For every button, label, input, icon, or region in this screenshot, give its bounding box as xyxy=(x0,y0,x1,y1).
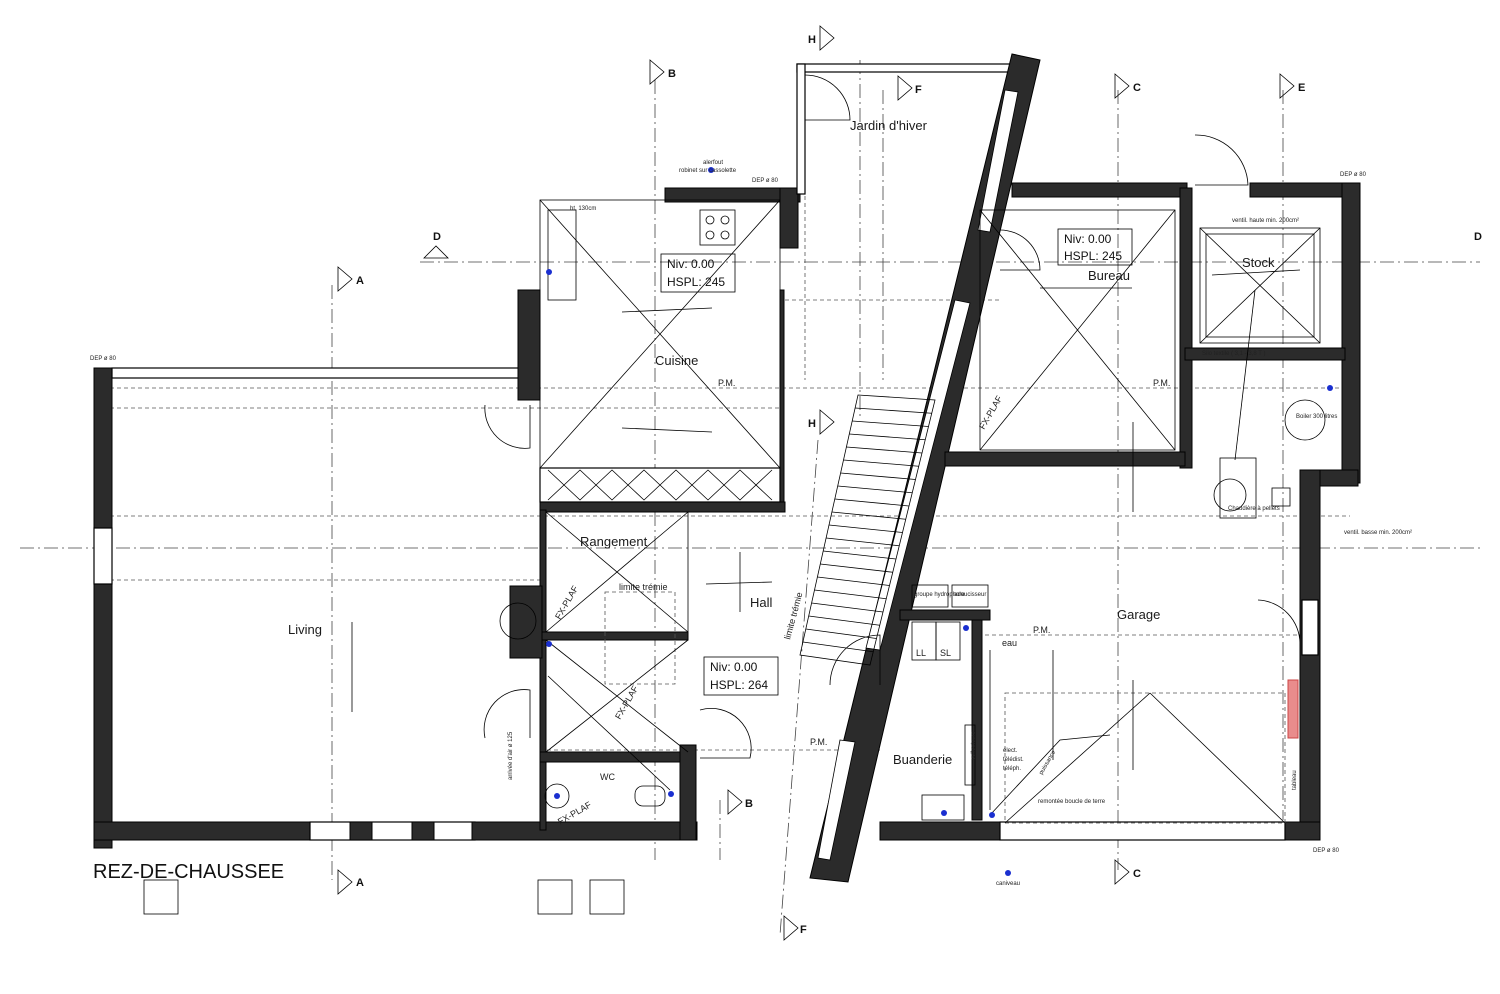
stair-tread xyxy=(834,498,910,507)
section-b-top: B xyxy=(668,68,676,80)
stair-tread xyxy=(837,485,913,494)
section-f-bottom: F xyxy=(800,924,807,936)
caniveau-label: caniveau xyxy=(996,881,1020,887)
pm-garage: P.M. xyxy=(1033,625,1050,635)
eau-label: eau xyxy=(1002,638,1017,648)
elect-label: élect. xyxy=(1003,748,1018,754)
wc-fixtures xyxy=(499,602,666,809)
allerfout-label: alerfout xyxy=(703,160,723,166)
section-a-bottom: A xyxy=(356,877,364,889)
fx-plaf-hall: FX-PLAF xyxy=(613,684,640,721)
arrivee-air-label: arrivée d'air ø 125 xyxy=(508,731,514,780)
section-a-top: A xyxy=(356,275,364,287)
dep-stock: DEP ø 80 xyxy=(1340,172,1367,178)
ll-label: LL xyxy=(916,648,926,658)
section-markers: A A B B C C D D E F F H H xyxy=(337,25,1482,941)
stair-tread xyxy=(849,433,926,441)
ventil-basse-label: ventil. basse min. 200cm² xyxy=(1344,530,1412,536)
level-cuisine-hspl: HSPL: 245 xyxy=(667,275,725,289)
room-hall: Hall xyxy=(750,595,773,610)
dep-cuisine: DEP ø 80 xyxy=(752,178,779,184)
dep-garage: DEP ø 80 xyxy=(1313,848,1340,854)
chaudiere-label: Chaudière à pellets xyxy=(1228,506,1280,512)
room-buanderie: Buanderie xyxy=(893,752,952,767)
room-stock: Stock xyxy=(1242,255,1275,270)
stair-tread xyxy=(823,550,897,560)
level-hall-niv: Niv: 0.00 xyxy=(710,660,758,674)
level-boxes: Niv: 0.00 HSPL: 245 Niv: 0.00 HSPL: 245 … xyxy=(660,228,1133,696)
section-f-top: F xyxy=(915,84,922,96)
section-h-middle: H xyxy=(808,418,816,430)
pm-cuisine: P.M. xyxy=(718,378,735,388)
level-cuisine-niv: Niv: 0.00 xyxy=(667,257,715,271)
stair-tread xyxy=(817,576,890,586)
legend-squares xyxy=(143,879,625,915)
annotations: P.M. P.M. P.M. P.M. limite trémie DEP ø … xyxy=(90,160,1412,887)
cuisine-ceiling xyxy=(539,199,781,501)
doors xyxy=(483,74,1301,759)
boiler-label: Boiler 300 litres xyxy=(1296,414,1337,420)
garage-car-space xyxy=(989,650,1299,824)
room-labels: Living Cuisine Jardin d'hiver Bureau Sto… xyxy=(288,118,1275,782)
room-wc: WC xyxy=(600,772,615,782)
stair-tread xyxy=(852,420,929,427)
section-b-bottom: B xyxy=(745,798,753,810)
level-bureau-hspl: HSPL: 245 xyxy=(1064,249,1122,263)
collecteurs-label: collecteurs xyxy=(971,731,977,760)
stair-tread xyxy=(811,602,884,613)
pm-hall: P.M. xyxy=(810,737,827,747)
section-d-left: D xyxy=(433,231,441,243)
plan-title: REZ-DE-CHAUSSEE xyxy=(93,861,284,883)
level-bureau-niv: Niv: 0.00 xyxy=(1064,232,1112,246)
section-c-top: C xyxy=(1133,82,1141,94)
axis-lines xyxy=(20,60,1480,936)
stair-tread xyxy=(826,537,900,547)
stair-tread xyxy=(846,446,923,454)
buanderie-fixtures xyxy=(911,584,989,821)
stock-silo xyxy=(1199,227,1326,519)
room-rangement: Rangement xyxy=(580,534,648,549)
markers xyxy=(546,167,1333,876)
stair-tread xyxy=(831,511,906,520)
stair-tread xyxy=(820,563,893,573)
stair-tread xyxy=(840,472,916,480)
limite-tremie-stairs: limite trémie xyxy=(782,591,804,640)
stair-tread xyxy=(814,589,887,600)
level-hall-hspl: HSPL: 264 xyxy=(710,678,768,692)
room-jardin: Jardin d'hiver xyxy=(850,118,928,133)
room-bureau: Bureau xyxy=(1088,268,1130,283)
teledist-label: télédist. xyxy=(1003,757,1024,763)
stair-tread xyxy=(843,459,919,467)
adoucisseur-label: adoucisseur xyxy=(954,592,986,598)
stair-tread xyxy=(828,524,903,533)
stair-tread xyxy=(855,407,932,414)
robinet-label: robinet sur cassolette xyxy=(679,168,737,174)
pm-bureau: P.M. xyxy=(1153,378,1170,388)
silo-label: Silo textile ( 3,1 - 3,8 T ) xyxy=(1202,351,1265,357)
stair-tread xyxy=(802,641,874,653)
room-cuisine: Cuisine xyxy=(655,353,698,368)
ventil-haute-label: ventil. haute min. 200cm² xyxy=(1232,218,1299,224)
sl-label: SL xyxy=(940,648,951,658)
span-arrows xyxy=(351,269,1301,770)
stair-tread xyxy=(808,615,880,626)
bureau-ceiling xyxy=(979,209,1176,451)
fx-plaf-rangement: FX-PLAF xyxy=(553,584,580,621)
section-e-top: E xyxy=(1298,82,1305,94)
section-d-right: D xyxy=(1474,231,1482,243)
room-garage: Garage xyxy=(1117,607,1160,622)
hauteur-label: ht. 130cm xyxy=(570,206,596,212)
remontee-label: remontée boucle de terre xyxy=(1038,799,1106,805)
limite-tremie-label: limite trémie xyxy=(619,582,668,592)
room-living: Living xyxy=(288,622,322,637)
dep-living: DEP ø 80 xyxy=(90,356,117,362)
tableau-label: tableau xyxy=(1292,770,1298,790)
teleph-label: téléph. xyxy=(1003,766,1021,772)
staircase xyxy=(799,394,936,666)
section-c-bottom: C xyxy=(1133,868,1141,880)
rangement-ceiling xyxy=(545,511,689,791)
section-h-top: H xyxy=(808,34,816,46)
groupe-label: groupe hydrophore xyxy=(914,592,965,598)
